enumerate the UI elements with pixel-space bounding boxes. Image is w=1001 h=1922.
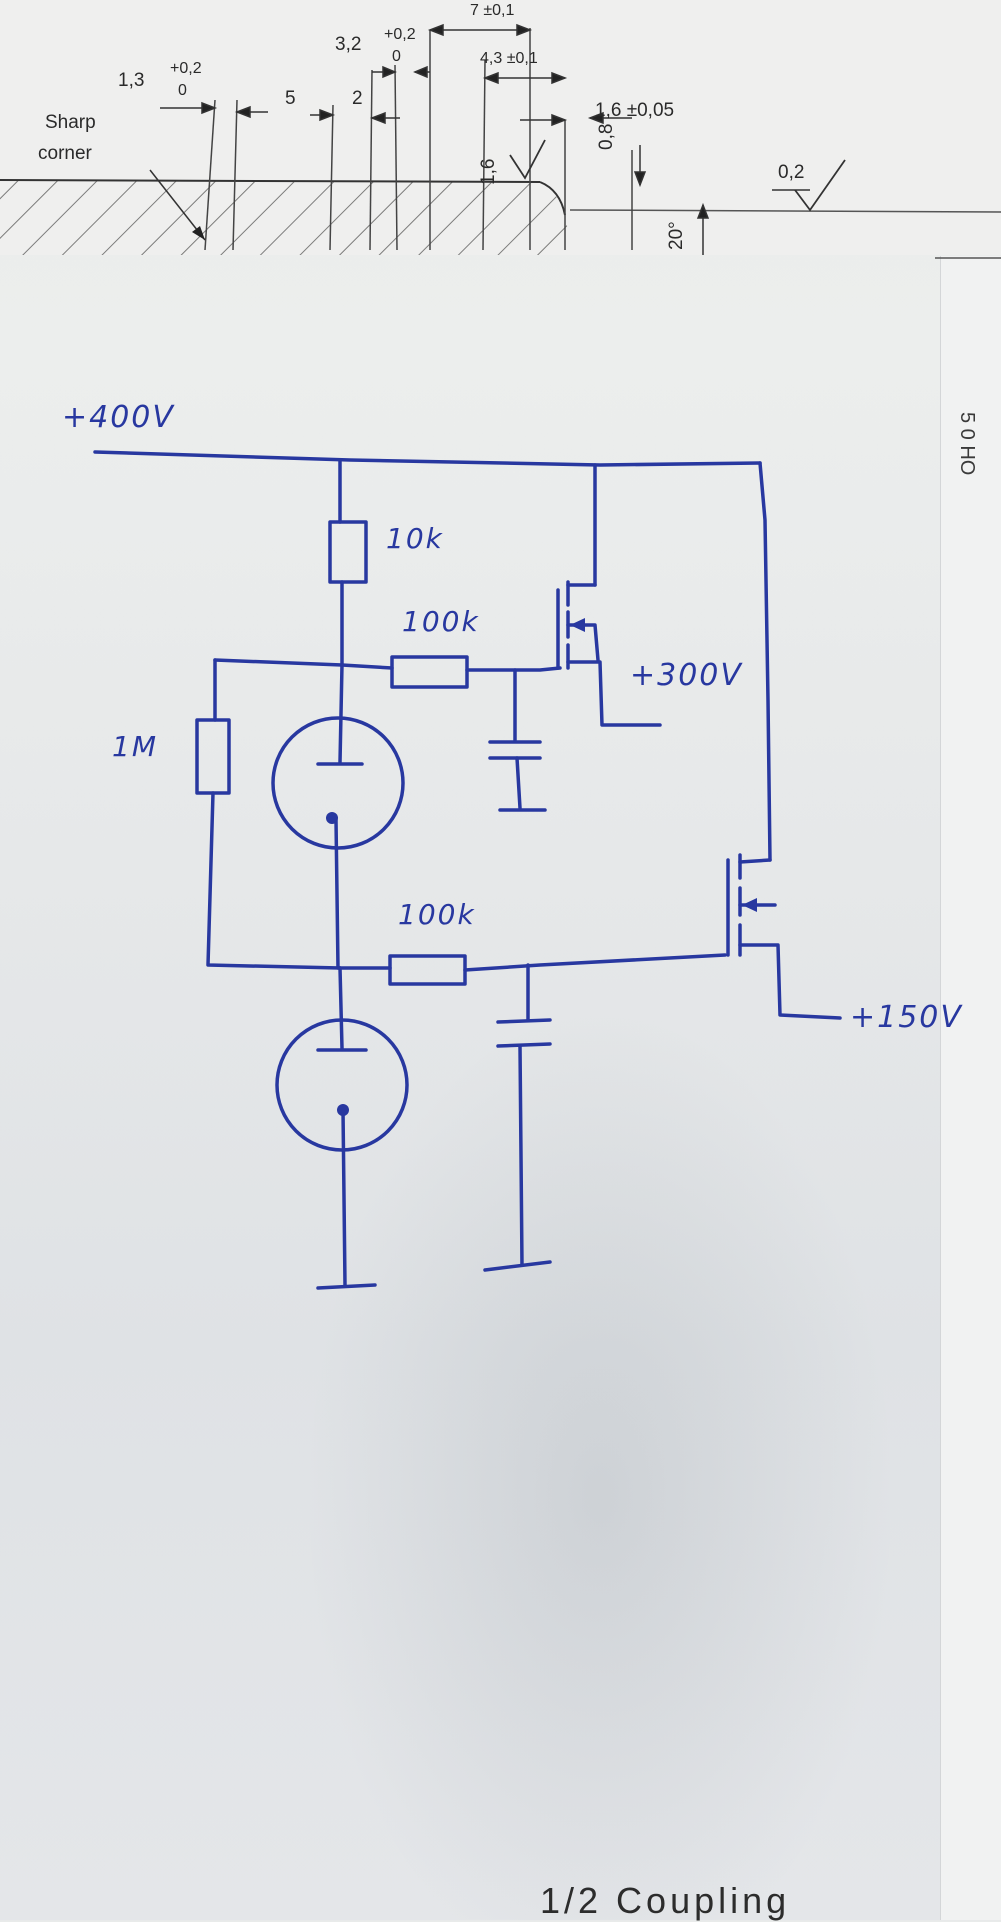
wire-r4-gate2	[463, 953, 727, 972]
mosfet2-drain	[738, 858, 772, 864]
dim-5: 5	[285, 88, 296, 109]
technical-drawing	[0, 23, 1001, 259]
label-r-1m: 1M	[112, 730, 158, 763]
dim-3-2: 3,2	[335, 34, 362, 55]
label-r-100k-lower: 100k	[398, 898, 476, 931]
resistor-1m	[195, 718, 231, 795]
tube1-cathode-dot	[326, 812, 338, 824]
tube1-anode-lead	[338, 663, 344, 764]
tube2-anode-lead	[338, 966, 344, 1050]
tube1-cathode-lead	[334, 818, 340, 970]
dimension-arrows	[160, 23, 710, 255]
chamfer-edge	[539, 181, 566, 216]
wire-1m-bottom	[206, 791, 342, 970]
wire-r2-gate	[465, 666, 562, 672]
underlying-sheet-edge	[940, 256, 1001, 1920]
dim-3-2-tol-bottom: 0	[392, 48, 401, 65]
leader-arrowhead	[192, 226, 205, 240]
cap2-lead	[518, 1044, 524, 1267]
label-out-300v: +300V	[630, 658, 743, 693]
mosfet1-arrow-icon	[570, 618, 585, 632]
bottom-edge-text: 1/2 Coupling	[540, 1880, 791, 1921]
resistor-10k	[328, 520, 368, 584]
dim-4-3: 4,3 ±0,1	[480, 50, 538, 67]
mosfet1-source-out	[566, 660, 662, 727]
resistor-100k-upper	[390, 655, 469, 689]
wire-node-1m	[213, 658, 344, 667]
tube-upper	[271, 716, 405, 850]
sharp-corner-leader	[149, 169, 206, 241]
dim-7: 7 ±0,1	[470, 2, 515, 19]
tube2-ground	[316, 1283, 377, 1290]
cap2-plate-top	[496, 1018, 552, 1024]
sharp-corner-label-2: corner	[38, 143, 92, 164]
hatched-section	[0, 180, 575, 255]
cap1-lead	[515, 756, 522, 810]
resistor-100k-lower	[388, 954, 467, 986]
dim-3-2-tol-top: +0,2	[384, 26, 416, 43]
dim-1-6: 1,6 ±0,05	[595, 100, 675, 121]
roughness-2-value: 0,2	[778, 162, 805, 183]
reference-line	[569, 209, 1001, 213]
roughness-symbol-2	[794, 159, 846, 212]
dim-1-3-tol-top: +0,2	[170, 60, 202, 77]
mosfet2-arrow-icon	[742, 898, 757, 912]
label-supply: +400V	[62, 400, 175, 435]
extension-lines	[204, 28, 633, 251]
rail-right-down	[758, 461, 772, 862]
tube2-cathode-lead	[341, 1108, 347, 1287]
roughness-symbol-1	[509, 139, 546, 180]
label-r-10k: 10k	[386, 522, 444, 555]
surface-edge	[0, 179, 541, 183]
dim-2: 2	[352, 88, 363, 109]
dim-1-3-tol-bottom: 0	[178, 82, 187, 99]
cap2-ground	[483, 1260, 552, 1272]
tube2-cathode-dot	[337, 1104, 349, 1116]
label-out-150v: +150V	[850, 1000, 963, 1035]
cap2-plate-bottom	[496, 1042, 552, 1048]
label-r-100k-upper: 100k	[402, 605, 480, 638]
wire-node-r2	[340, 663, 394, 670]
supply-rail	[93, 450, 762, 467]
dim-1-3: 1,3	[118, 70, 145, 91]
side-edge-text: 5 0 HO	[956, 412, 978, 476]
sharp-corner-label-1: Sharp	[45, 112, 96, 133]
mosfet2-source-out	[738, 943, 842, 1020]
